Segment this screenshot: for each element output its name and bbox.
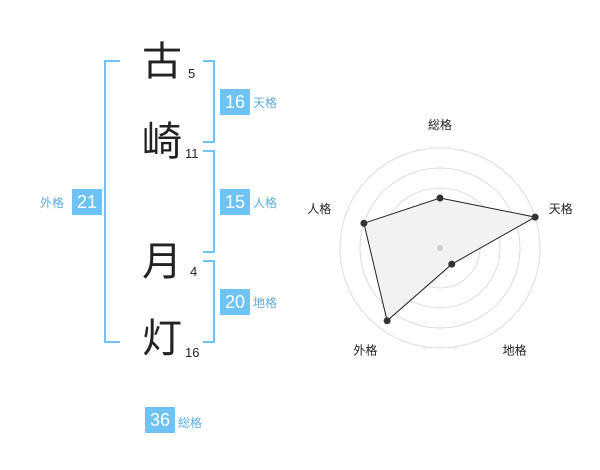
radar-point-2	[531, 213, 539, 221]
radar-axis-label-5: 人格	[307, 201, 331, 216]
gaikaku-bracket	[104, 60, 120, 343]
stroke-count-3: 4	[190, 264, 198, 279]
chikaku-bracket	[203, 260, 215, 343]
radar-point-1	[436, 194, 444, 202]
jinkaku-value: 15	[220, 189, 250, 215]
soukaku-label: 総格	[178, 416, 203, 430]
radar-point-3	[448, 260, 456, 268]
tenkaku-value: 16	[220, 89, 250, 115]
gaikaku-value: 21	[72, 189, 102, 215]
radar-polygon	[363, 197, 537, 322]
name-char-2: 崎	[142, 119, 182, 165]
radar-axis-label-1: 総格	[428, 117, 452, 132]
jinkaku-label: 人格	[253, 196, 278, 210]
name-char-3: 月	[142, 239, 182, 285]
stroke-count-2: 11	[185, 146, 199, 161]
tenkaku-bracket	[203, 60, 215, 143]
chikaku-value: 20	[220, 289, 250, 315]
chikaku-label: 地格	[253, 296, 278, 310]
radar-point-4	[383, 317, 391, 325]
radar-axis-label-4: 外格	[353, 343, 377, 358]
radar-ring-4	[359, 167, 521, 329]
tenkaku-label: 天格	[253, 96, 278, 110]
radar-point-5	[360, 219, 368, 227]
name-char-1: 古	[142, 39, 182, 85]
gaikaku-label: 外格	[40, 196, 65, 210]
radar-ring-5	[339, 147, 541, 349]
stroke-count-1: 5	[188, 66, 196, 81]
soukaku-value: 36	[145, 407, 175, 433]
name-char-4: 灯	[142, 316, 182, 362]
jinkaku-bracket	[203, 150, 215, 253]
radar-axis-label-2: 天格	[549, 201, 573, 216]
radar-center-dot	[437, 245, 443, 251]
radar-axis-label-3: 地格	[503, 343, 527, 358]
stroke-count-4: 16	[185, 345, 200, 360]
